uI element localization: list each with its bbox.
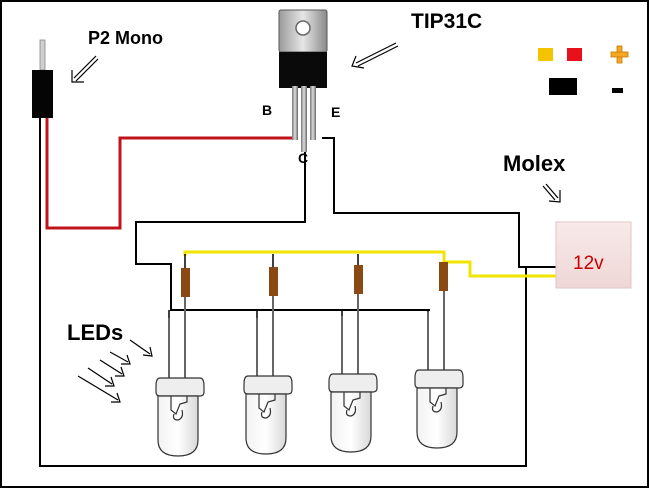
- emitter-pin-label: E: [331, 104, 341, 120]
- arrow-p2-mono: [71, 55, 99, 83]
- arrow-molex: [542, 183, 561, 203]
- tip31c-transistor: [278, 9, 328, 152]
- transistor-leg-emitter: [310, 86, 316, 140]
- resistors: [181, 254, 448, 297]
- led-4: [414, 291, 464, 449]
- molex-box: [555, 221, 632, 289]
- minus-icon: [612, 88, 623, 93]
- red-wire: [45, 118, 296, 230]
- emitter-wire: [322, 137, 556, 268]
- jack-body: [32, 70, 53, 118]
- led-3: [328, 294, 378, 453]
- legend-red-swatch: [567, 48, 582, 61]
- arrow-tip31c: [351, 42, 399, 69]
- resistor: [439, 262, 448, 291]
- transistor-mount-hole: [295, 20, 311, 36]
- collector-pin-label: C: [298, 150, 309, 166]
- tip31c-label: TIP31C: [411, 10, 483, 33]
- transistor-leg-base: [292, 86, 298, 140]
- plus-icon: [610, 45, 629, 64]
- arrows: [71, 42, 561, 403]
- molex-label: Molex: [503, 151, 566, 176]
- molex-connector: [555, 221, 632, 289]
- resistor: [181, 268, 190, 297]
- jack-pin: [39, 39, 46, 71]
- ground-wire: [39, 118, 527, 467]
- p2-mono-label: P2 Mono: [88, 28, 163, 48]
- transistor-body: [279, 52, 327, 88]
- resistor: [269, 267, 278, 296]
- legend-yellow-swatch: [538, 48, 553, 61]
- legend-black-swatch: [549, 78, 577, 95]
- resistor: [354, 265, 363, 294]
- leds-label: LEDs: [67, 320, 124, 345]
- led-2: [243, 296, 293, 455]
- arrows-leds: [77, 339, 153, 403]
- base-pin-label: B: [262, 102, 273, 118]
- p2-mono-jack: [32, 39, 53, 118]
- transistor-leg-collector: [301, 86, 307, 152]
- led-1: [155, 297, 205, 457]
- voltage-label: 12v: [573, 253, 604, 274]
- collector-wire: [135, 152, 430, 311]
- legend: [538, 45, 629, 95]
- yellow-rail: [183, 250, 556, 278]
